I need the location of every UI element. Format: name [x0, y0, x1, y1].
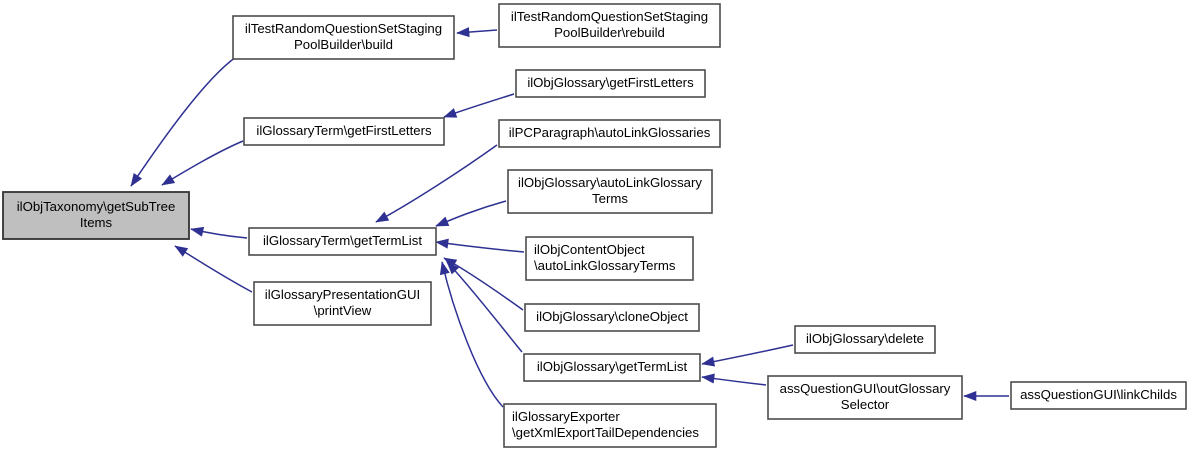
edge-cloneobject-to-gettermlist: [443, 257, 524, 311]
node-ilglossaryterm-getfirstletters[interactable]: ilGlossaryTerm\getFirstLetters: [243, 117, 445, 146]
node-ilobjglossary-getfirstletters-box[interactable]: [515, 69, 706, 98]
node-ilobjglossary-autolinkglossaryterms[interactable]: ilObjGlossary\autoLinkGlossaryTerms: [507, 169, 713, 214]
edge-rebuild-to-build-arrowhead: [456, 27, 470, 38]
edge-delete-to-objglossary-gettermlist-arrowhead: [701, 356, 716, 367]
node-assquestiongui-linkchilds[interactable]: assQuestionGUI\linkChilds: [1010, 381, 1187, 410]
node-ilglossarypresentationgui-printview[interactable]: ilGlossaryPresentationGUI\printView: [253, 281, 432, 326]
node-ilglossarypresentationgui-printview-label-line-0: ilGlossaryPresentationGUI: [265, 287, 420, 302]
node-ilglossaryexporter-getxmlexporttaildependencies-label-line-1: \getXmlExportTailDependencies: [512, 425, 699, 440]
node-ilobjglossary-gettermlist-box[interactable]: [523, 353, 701, 382]
root-node-ilobjtaxonomy-getsubtreeitems-label-line-1: Items: [80, 215, 113, 230]
edge-exporter-to-gettermlist-arrowhead: [439, 261, 450, 276]
root-node-ilobjtaxonomy-getsubtreeitems-label-line-0: ilObjTaxonomy\getSubTree: [17, 199, 176, 214]
node-ilglossaryterm-gettermlist[interactable]: ilGlossaryTerm\getTermList: [248, 227, 437, 256]
node-iltestrandomquestionsetstagingpoolbuilder-rebuild-box[interactable]: [498, 3, 721, 48]
node-ilobjglossary-delete[interactable]: ilObjGlossary\delete: [794, 325, 936, 354]
edge-printview-to-root: [174, 245, 253, 293]
edge-printview-to-root-arrowhead: [174, 245, 189, 257]
edge-outglossaryselector-to-objglossary-gettermlist: [701, 373, 767, 386]
edge-delete-to-objglossary-gettermlist: [701, 344, 794, 367]
node-iltestrandomquestionsetstagingpoolbuilder-build-label-line-1: PoolBuilder\build: [294, 37, 393, 52]
edge-gettermlist-to-root-arrowhead: [190, 226, 205, 237]
edge-outglossaryselector-to-objglossary-gettermlist-arrowhead: [701, 373, 715, 384]
edge-objglossary-gettermlist-to-gettermlist-line: [446, 261, 523, 353]
edge-objglossary-firstletters-to-term-firstletters-arrowhead: [443, 108, 458, 118]
edge-linkchilds-to-outglossaryselector-arrowhead: [963, 390, 977, 402]
edge-cloneobject-to-gettermlist-line: [443, 257, 524, 311]
node-ilpcparagraph-autolinkglossaries-label-line-0: ilPCParagraph\autoLinkGlossaries: [509, 125, 711, 140]
node-ilglossaryexporter-getxmlexporttaildependencies-label-line-0: ilGlossaryExporter: [512, 409, 620, 424]
edge-linkchilds-to-outglossaryselector: [963, 390, 1009, 402]
edge-contentobject-to-gettermlist-line: [435, 241, 525, 253]
node-ilpcparagraph-autolinkglossaries-box[interactable]: [498, 119, 721, 148]
node-ilobjglossary-cloneobject[interactable]: ilObjGlossary\cloneObject: [524, 303, 700, 332]
edge-printview-to-root-line: [174, 245, 253, 293]
node-ilglossaryexporter-getxmlexporttaildependencies-box[interactable]: [503, 403, 717, 448]
node-assquestiongui-outglossaryselector-box[interactable]: [767, 375, 963, 420]
node-iltestrandomquestionsetstagingpoolbuilder-rebuild-label-line-0: ilTestRandomQuestionSetStaging: [511, 9, 708, 24]
node-ilglossaryterm-getfirstletters-box[interactable]: [243, 117, 445, 146]
node-ilglossarypresentationgui-printview-box[interactable]: [253, 281, 432, 326]
node-ilobjglossary-autolinkglossaryterms-label-line-0: ilObjGlossary\autoLinkGlossary: [518, 175, 702, 190]
node-iltestrandomquestionsetstagingpoolbuilder-rebuild-label-line-1: PoolBuilder\rebuild: [554, 25, 665, 40]
node-ilobjglossary-cloneobject-label-line-0: ilObjGlossary\cloneObject: [536, 309, 688, 324]
node-ilglossaryterm-gettermlist-label-line-0: ilGlossaryTerm\getTermList: [263, 233, 422, 248]
node-assquestiongui-outglossaryselector-label-line-0: assQuestionGUI\outGlossary: [780, 381, 951, 396]
node-ilobjglossary-autolinkglossaryterms-label-line-1: Terms: [592, 191, 628, 206]
node-ilobjcontentobject-autolinkglossaryterms-box[interactable]: [525, 236, 694, 281]
node-ilobjcontentobject-autolinkglossaryterms[interactable]: ilObjContentObject\autoLinkGlossaryTerms: [525, 236, 694, 281]
node-ilobjglossary-delete-label-line-0: ilObjGlossary\delete: [806, 331, 924, 346]
edge-pcparagraph-to-gettermlist: [375, 144, 498, 223]
edge-build-to-root-arrowhead: [130, 172, 143, 187]
node-ilobjglossary-delete-box[interactable]: [794, 325, 936, 354]
edge-autolinkglossaryterms-to-gettermlist-arrowhead: [435, 216, 450, 227]
edge-getfirstletters-to-root-arrowhead: [161, 174, 176, 186]
edge-autolinkglossaryterms-to-gettermlist: [435, 200, 507, 227]
node-ilobjcontentobject-autolinkglossaryterms-label-line-0: ilObjContentObject: [534, 242, 645, 257]
node-ilobjglossary-getfirstletters[interactable]: ilObjGlossary\getFirstLetters: [515, 69, 706, 98]
edge-pcparagraph-to-gettermlist-arrowhead: [375, 211, 390, 223]
edge-objglossary-gettermlist-to-gettermlist-arrowhead: [446, 261, 460, 275]
node-assquestiongui-linkchilds-box[interactable]: [1010, 381, 1187, 410]
node-iltestrandomquestionsetstagingpoolbuilder-build-box[interactable]: [232, 15, 455, 60]
node-ilglossaryterm-getfirstletters-label-line-0: ilGlossaryTerm\getFirstLetters: [256, 123, 432, 138]
edge-build-to-root: [130, 56, 237, 187]
node-ilobjcontentobject-autolinkglossaryterms-label-line-1: \autoLinkGlossaryTerms: [534, 258, 676, 273]
edge-objglossary-gettermlist-to-gettermlist: [446, 261, 523, 353]
edge-build-to-root-line: [130, 56, 237, 187]
edge-gettermlist-to-root: [190, 226, 248, 239]
root-node-ilobjtaxonomy-getsubtreeitems-box[interactable]: [2, 191, 190, 240]
node-ilobjglossary-gettermlist-label-line-0: ilObjGlossary\getTermList: [537, 359, 688, 374]
node-assquestiongui-outglossaryselector-label-line-1: Selector: [841, 397, 890, 412]
edge-rebuild-to-build: [456, 27, 498, 38]
edge-pcparagraph-to-gettermlist-line: [375, 144, 498, 223]
edge-getfirstletters-to-root-line: [161, 140, 244, 186]
edge-contentobject-to-gettermlist-arrowhead: [435, 238, 449, 249]
node-ilglossaryexporter-getxmlexporttaildependencies[interactable]: ilGlossaryExporter\getXmlExportTailDepen…: [503, 403, 717, 448]
node-ilglossaryterm-gettermlist-box[interactable]: [248, 227, 437, 256]
node-assquestiongui-linkchilds-label-line-0: assQuestionGUI\linkChilds: [1020, 387, 1177, 402]
edge-exporter-to-gettermlist-line: [441, 261, 504, 408]
node-iltestrandomquestionsetstagingpoolbuilder-rebuild[interactable]: ilTestRandomQuestionSetStagingPoolBuilde…: [498, 3, 721, 48]
node-ilpcparagraph-autolinkglossaries[interactable]: ilPCParagraph\autoLinkGlossaries: [498, 119, 721, 148]
edges-layer: [130, 27, 1009, 408]
node-ilobjglossary-gettermlist[interactable]: ilObjGlossary\getTermList: [523, 353, 701, 382]
edge-getfirstletters-to-root: [161, 140, 244, 186]
node-ilobjglossary-cloneobject-box[interactable]: [524, 303, 700, 332]
node-ilobjglossary-getfirstletters-label-line-0: ilObjGlossary\getFirstLetters: [527, 75, 694, 90]
node-ilglossarypresentationgui-printview-label-line-1: \printView: [314, 303, 372, 318]
edge-objglossary-firstletters-to-term-firstletters: [443, 93, 515, 118]
node-iltestrandomquestionsetstagingpoolbuilder-build[interactable]: ilTestRandomQuestionSetStagingPoolBuilde…: [232, 15, 455, 60]
edge-contentobject-to-gettermlist: [435, 238, 525, 253]
node-ilobjglossary-autolinkglossaryterms-box[interactable]: [507, 169, 713, 214]
edge-delete-to-objglossary-gettermlist-line: [701, 344, 794, 365]
node-iltestrandomquestionsetstagingpoolbuilder-build-label-line-0: ilTestRandomQuestionSetStaging: [245, 21, 442, 36]
edge-exporter-to-gettermlist: [439, 261, 504, 408]
